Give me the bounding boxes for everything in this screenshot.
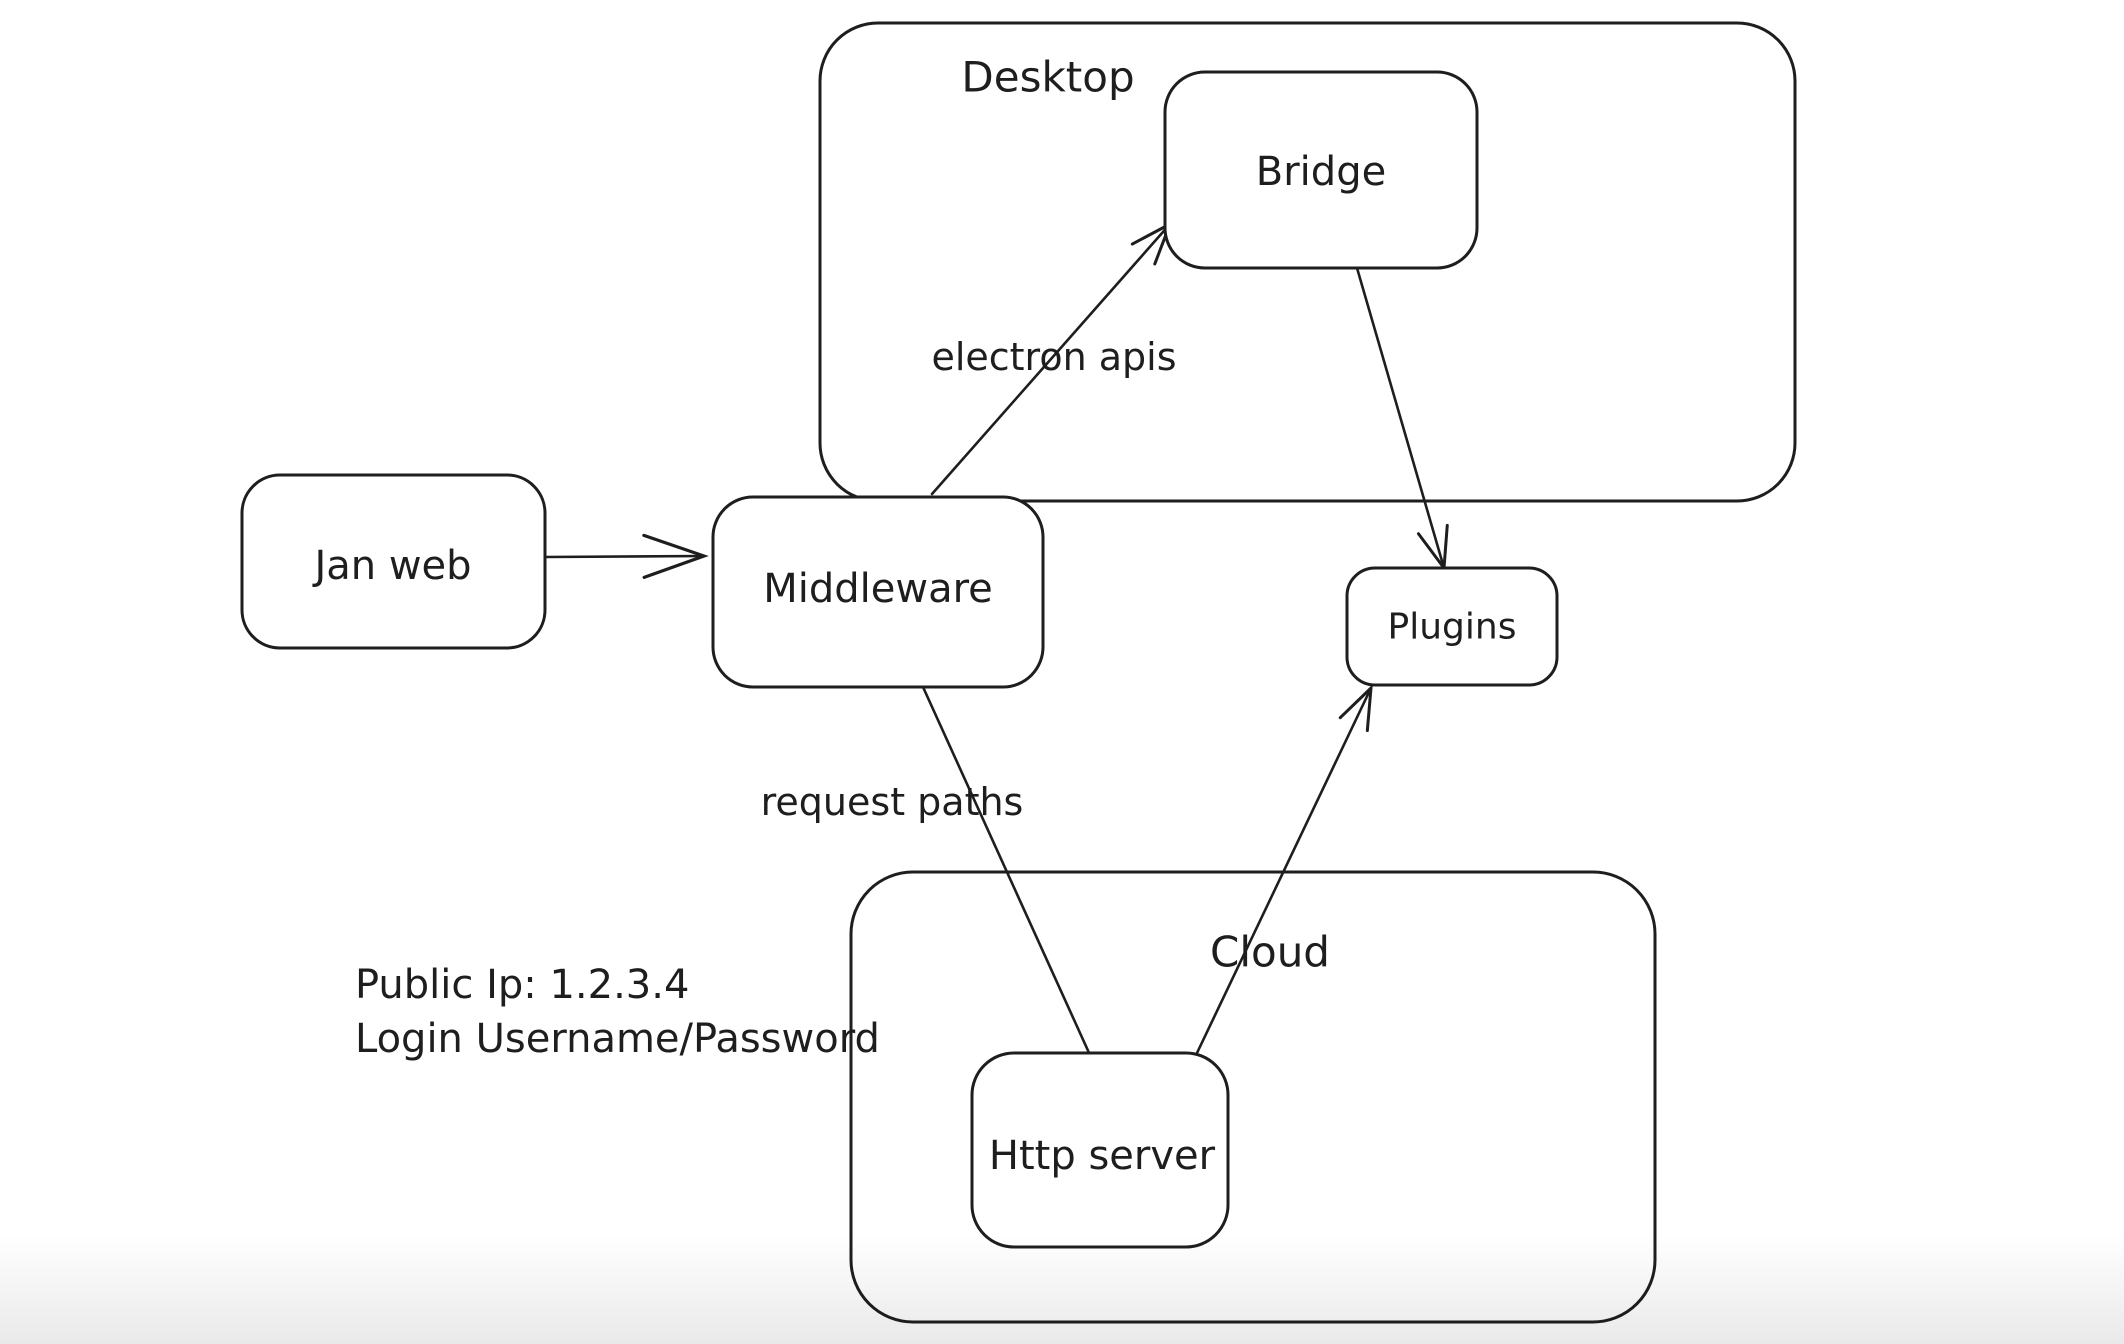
middleware-node-shape[interactable]: [711, 495, 1045, 689]
plugins-node-shape[interactable]: [1345, 566, 1559, 687]
edge-httpserver-to-plugins[interactable]: [1195, 684, 1373, 1055]
bridge-node-shape[interactable]: [1163, 70, 1479, 270]
http-server-node-label: Http server: [989, 1133, 1216, 1179]
cloud-container-label: Cloud: [1210, 928, 1330, 977]
cloud-container-shape[interactable]: [849, 870, 1657, 1324]
middleware-node-label: Middleware: [763, 566, 993, 612]
edge-janweb-to-middleware[interactable]: [543, 533, 709, 579]
edge-middleware-to-httpserver[interactable]: [921, 685, 1092, 1057]
jan-web-node-shape[interactable]: [240, 473, 547, 650]
public-ip-annotation: Public Ip: 1.2.3.4: [355, 962, 689, 1008]
electron-apis-edge-label: electron apis: [931, 335, 1176, 379]
edge-middleware-to-bridge[interactable]: [930, 220, 1173, 496]
edge-bridge-to-plugins[interactable]: [1355, 266, 1449, 573]
desktop-container-shape[interactable]: [818, 21, 1797, 503]
jan-web-node-label: Jan web: [311, 543, 471, 589]
login-annotation: Login Username/Password: [355, 1016, 880, 1062]
desktop-container-label: Desktop: [961, 53, 1134, 102]
plugins-node-label: Plugins: [1388, 607, 1517, 648]
bridge-node-label: Bridge: [1256, 149, 1386, 195]
request-paths-edge-label: request paths: [761, 780, 1024, 824]
http-server-node-shape[interactable]: [970, 1051, 1230, 1249]
